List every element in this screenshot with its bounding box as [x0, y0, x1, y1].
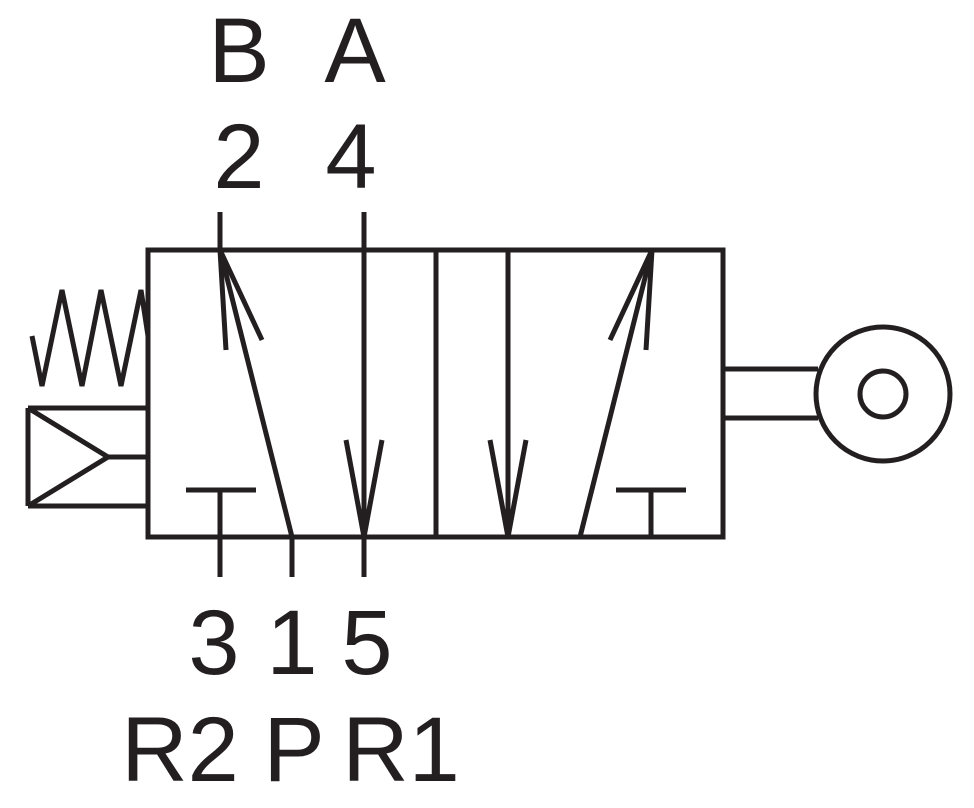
right-flow-up-arrowhead: [607, 248, 655, 351]
port-r2-letter: R2: [121, 699, 239, 801]
port-5-number: 5: [341, 592, 392, 694]
right-envelope-flow: [487, 248, 686, 538]
right-flow-down-arrowhead: [487, 439, 529, 538]
pilot-actuator-icon: [25, 405, 148, 509]
flow-1-to-2-line: [217, 249, 295, 538]
port-b-letter: B: [208, 0, 269, 102]
roller-actuator-icon: [723, 324, 953, 464]
port-p-letter: P: [263, 699, 324, 801]
right-flow-up-line: [577, 249, 655, 538]
port-3-number: 3: [188, 592, 239, 694]
left-envelope-flow: [186, 248, 385, 538]
port-4-number: 4: [325, 106, 376, 208]
port-r1-letter: R1: [342, 699, 460, 801]
flow-4-to-5-arrowhead: [343, 439, 385, 538]
port-2-number: 2: [213, 106, 264, 208]
port-a-letter: A: [324, 0, 386, 102]
port-1-number: 1: [266, 592, 317, 694]
flow-1-to-2-arrowhead: [217, 248, 265, 351]
spring-icon: [29, 289, 151, 387]
